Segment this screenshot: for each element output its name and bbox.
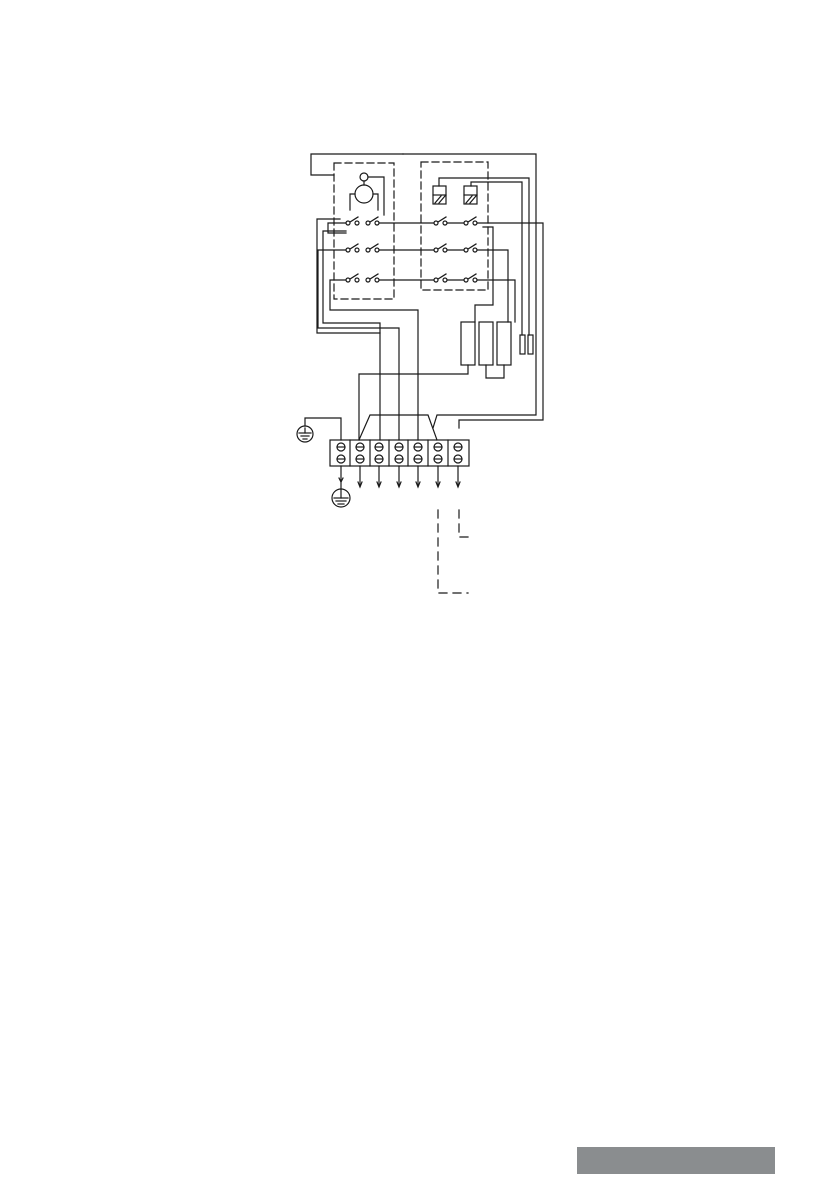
motor-icon <box>355 185 373 203</box>
terminal-block <box>330 440 469 466</box>
output-arrows <box>339 466 460 488</box>
page-footer-tab <box>577 1147 775 1174</box>
temperature-sensor <box>520 335 533 354</box>
motor-contacts <box>346 217 379 282</box>
sensor-element-right <box>528 335 533 354</box>
motor-indicator-icon <box>360 173 368 181</box>
ground-icon <box>297 418 341 442</box>
protective-earth-icon <box>332 489 350 507</box>
relay-enclosure <box>421 162 488 290</box>
top-loop-wire <box>311 154 536 428</box>
heating-element-3 <box>497 322 511 365</box>
heating-element-1 <box>461 322 475 365</box>
heating-element-2 <box>479 322 493 365</box>
external-dashed-wiring <box>438 510 470 593</box>
cross-wires <box>359 415 437 440</box>
sensor-element-left <box>520 335 525 354</box>
terminal-screws <box>337 443 462 463</box>
